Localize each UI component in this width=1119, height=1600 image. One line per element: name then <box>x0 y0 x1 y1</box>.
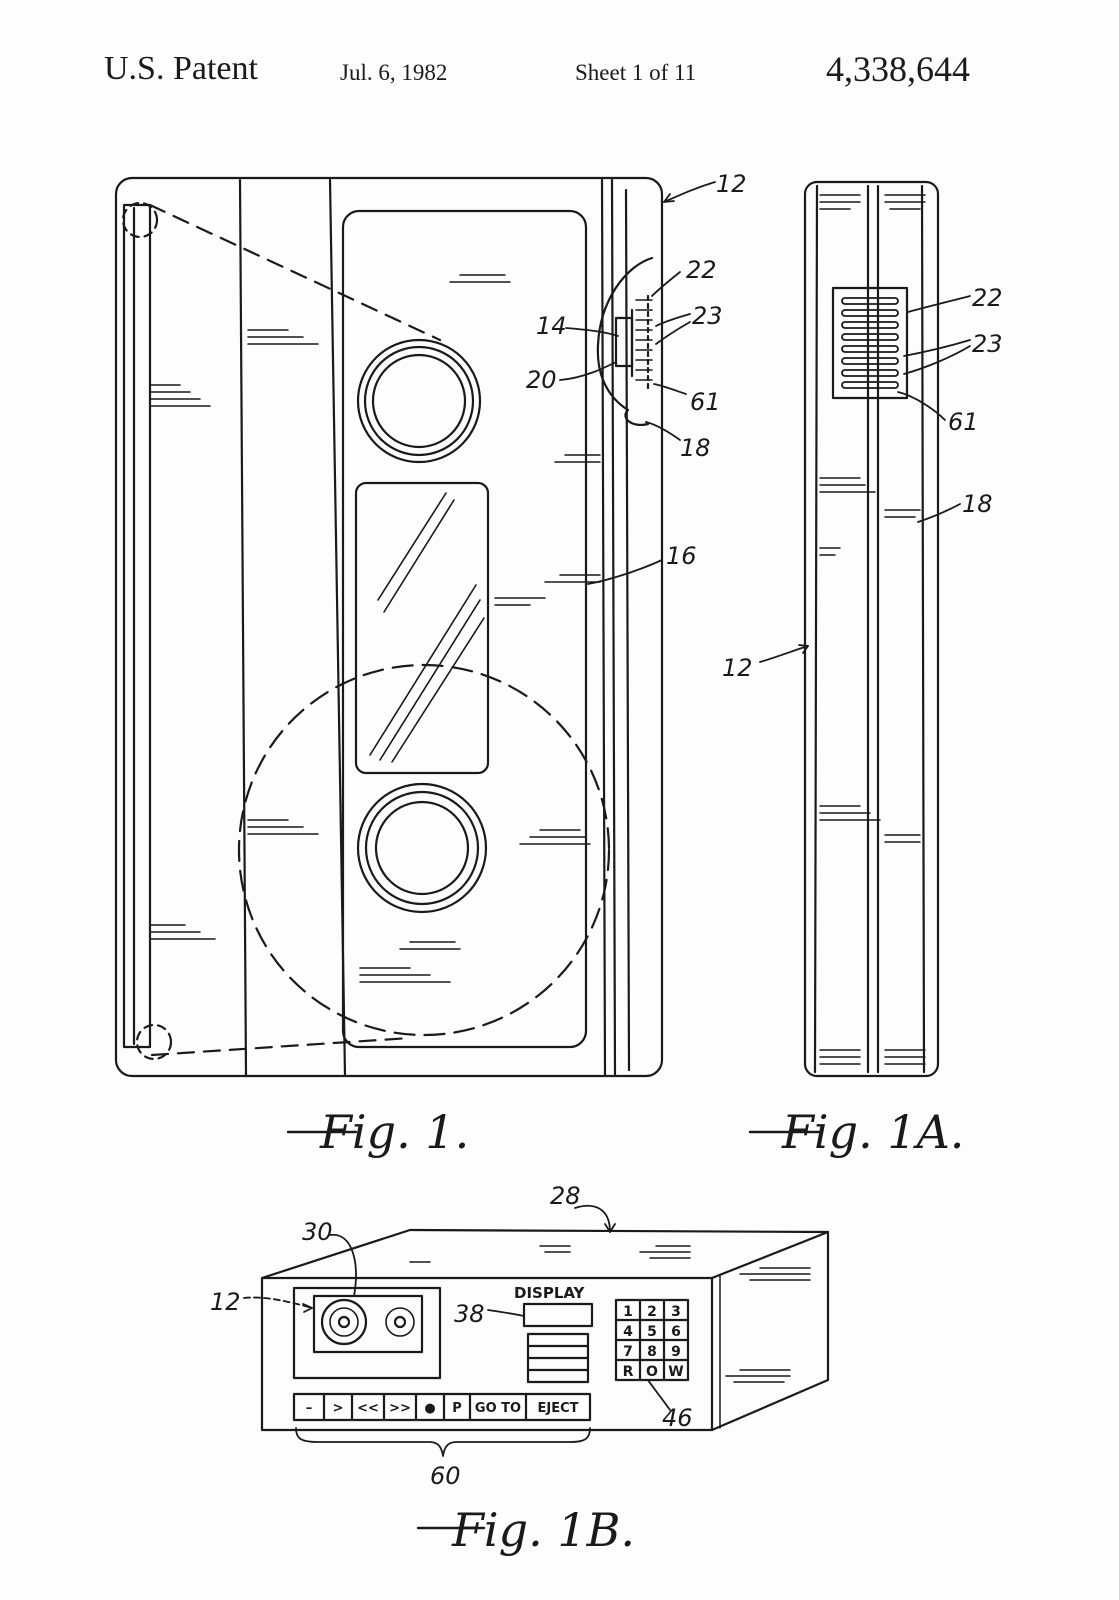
display-label: DISPLAY <box>514 1284 586 1302</box>
ref-12-fig1: 12 <box>716 170 747 198</box>
keypad-key: 5 <box>647 1324 657 1340</box>
ref-12-fig1a: 12 <box>722 654 753 682</box>
patent-title: U.S. Patent <box>104 50 258 87</box>
stop-button-label: – <box>306 1401 313 1416</box>
ref-18-fig1: 18 <box>680 434 711 462</box>
ref-16-fig1: 16 <box>666 542 697 570</box>
ref-23-fig1a: 23 <box>972 330 1003 358</box>
patent-number: 4,338,644 <box>826 49 970 89</box>
figure-label-strokes <box>286 1130 822 1530</box>
keypad-key: 3 <box>671 1304 681 1320</box>
ref-60-fig1b: 60 <box>430 1462 461 1490</box>
ref-28-fig1b: 28 <box>550 1182 581 1210</box>
ref-22-fig1: 22 <box>686 256 717 284</box>
ref-18-fig1a: 18 <box>962 490 993 518</box>
patent-date: Jul. 6, 1982 <box>340 60 448 85</box>
figure-1-caption: Fig. 1. <box>319 1105 469 1159</box>
keypad-key: 6 <box>671 1324 681 1340</box>
eject-button-label: EJECT <box>537 1401 578 1416</box>
keypad-key: 2 <box>647 1304 657 1320</box>
ref-30-fig1b: 30 <box>302 1218 333 1246</box>
sheet-number: Sheet 1 of 11 <box>575 60 697 85</box>
ref-46-fig1b: 46 <box>662 1404 693 1432</box>
ref-20-fig1: 20 <box>526 366 557 394</box>
keypad-key: R <box>623 1364 634 1380</box>
keypad-key: 9 <box>671 1344 681 1360</box>
ref-22-fig1a: 22 <box>972 284 1003 312</box>
record-button-label: ● <box>424 1401 435 1416</box>
ref-23-fig1: 23 <box>692 302 723 330</box>
page-header: U.S. Patent Jul. 6, 1982 Sheet 1 of 11 4… <box>0 44 1119 94</box>
pause-button-label: P <box>452 1401 462 1416</box>
figure-1b-caption: Fig. 1B. <box>451 1503 635 1557</box>
fig1a-cassette-side-view <box>759 180 971 1078</box>
ref-38-fig1b: 38 <box>454 1300 485 1328</box>
keypad-labels: 1 2 3 4 5 6 7 8 9 R O W <box>623 1304 684 1380</box>
fig1b-playback-deck <box>243 1204 830 1457</box>
keypad-key: 8 <box>647 1344 657 1360</box>
transport-button-labels: – > << >> ● P GO TO EJECT <box>306 1401 579 1416</box>
rewind-button-label: << <box>357 1401 379 1416</box>
keypad-key: 7 <box>623 1344 633 1360</box>
fig1-cassette-front-view <box>114 176 664 1078</box>
keypad-key: 1 <box>623 1304 633 1320</box>
keypad-key: 4 <box>623 1324 633 1340</box>
play-button-label: > <box>333 1401 344 1416</box>
keypad-key: O <box>646 1364 658 1380</box>
fig1-leader-lines <box>559 181 716 585</box>
figure-1a-caption: Fig. 1A. <box>781 1105 964 1159</box>
ref-12-fig1b: 12 <box>210 1288 241 1316</box>
goto-button-label: GO TO <box>475 1401 521 1416</box>
ref-61-fig1: 61 <box>690 388 721 416</box>
ref-14-fig1: 14 <box>536 312 567 340</box>
ref-61-fig1a: 61 <box>948 408 979 436</box>
fast-forward-button-label: >> <box>389 1401 411 1416</box>
keypad-key: W <box>668 1364 683 1380</box>
